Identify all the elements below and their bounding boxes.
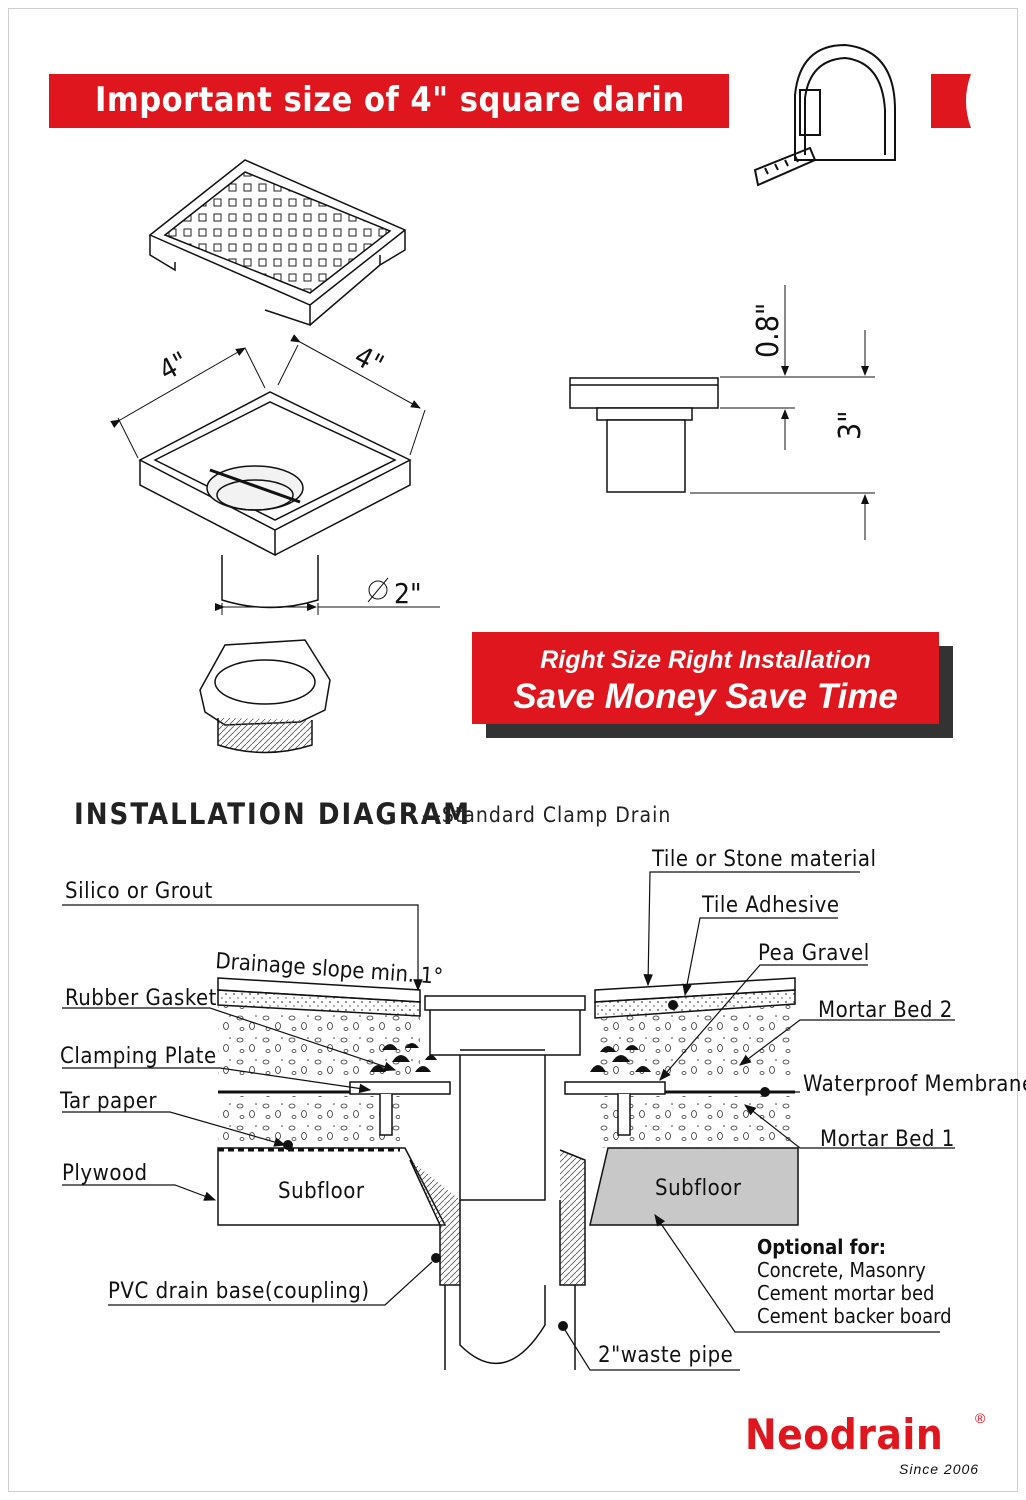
label-mortar1: Mortar Bed 1: [820, 1127, 955, 1152]
label-subfloor-left: Subfloor: [278, 1179, 365, 1204]
label-clamp: Clamping Plate: [60, 1044, 217, 1069]
registered-mark: ®: [975, 1410, 986, 1426]
installation-subtitle: —Standard Clamp Drain: [422, 803, 672, 827]
label-tile: Tile or Stone material: [651, 847, 876, 872]
label-plywood: Plywood: [62, 1161, 148, 1186]
promo-line1: Right Size Right Installation: [540, 646, 871, 674]
label-adhesive: Tile Adhesive: [701, 893, 840, 918]
label-tar: Tar paper: [59, 1089, 157, 1114]
dim-diameter-label: 2": [394, 577, 422, 610]
page-border: [8, 8, 1018, 1492]
optional-note: Optional for: Concrete, Masonry Cement m…: [757, 1236, 952, 1328]
label-gasket: Rubber Gasket: [65, 986, 217, 1011]
hex-nut-drawing: [199, 639, 331, 754]
brand-logo: Neodrain: [745, 1410, 944, 1459]
label-mortar2: Mortar Bed 2: [818, 998, 953, 1023]
grate-cover-drawing: [148, 159, 407, 327]
dim-depth-label: 4": [349, 339, 389, 381]
label-gravel: Pea Gravel: [758, 941, 870, 966]
tape-measure-icon: [753, 43, 896, 187]
promo-line2: Save Money Save Time: [513, 677, 898, 716]
optional-title: Optional for:: [757, 1235, 886, 1259]
installation-cross-section: [217, 977, 799, 1370]
label-pvc: PVC drain base(coupling): [108, 1279, 370, 1304]
promo-box: Right Size Right Installation Save Money…: [472, 632, 939, 724]
banner-end-tab: [931, 74, 971, 128]
label-membrane: Waterproof Membrane: [803, 1072, 1026, 1097]
drain-body-drawing: [138, 391, 412, 609]
banner-title: Important size of 4" square darin: [95, 80, 685, 120]
dim-height-top-label: 0.8": [751, 303, 786, 358]
optional-item: Concrete, Masonry: [757, 1258, 926, 1282]
label-waste: 2"waste pipe: [598, 1343, 733, 1368]
optional-item: Cement mortar bed: [757, 1281, 935, 1305]
dim-height-body-label: 3": [833, 410, 868, 440]
leader-lines: [62, 871, 955, 1371]
brand-since: Since 2006: [899, 1461, 980, 1477]
dimension-diameter: [215, 577, 440, 615]
drain-side-view: [569, 377, 719, 493]
dimension-height: [690, 285, 875, 540]
optional-item: Cement backer board: [757, 1304, 952, 1328]
label-subfloor-right: Subfloor: [655, 1176, 742, 1201]
title-banner: [49, 74, 729, 128]
dimension-width: [110, 334, 426, 459]
label-silico: Silico or Grout: [65, 879, 213, 904]
installation-title: INSTALLATION DIAGRAM: [74, 797, 472, 831]
